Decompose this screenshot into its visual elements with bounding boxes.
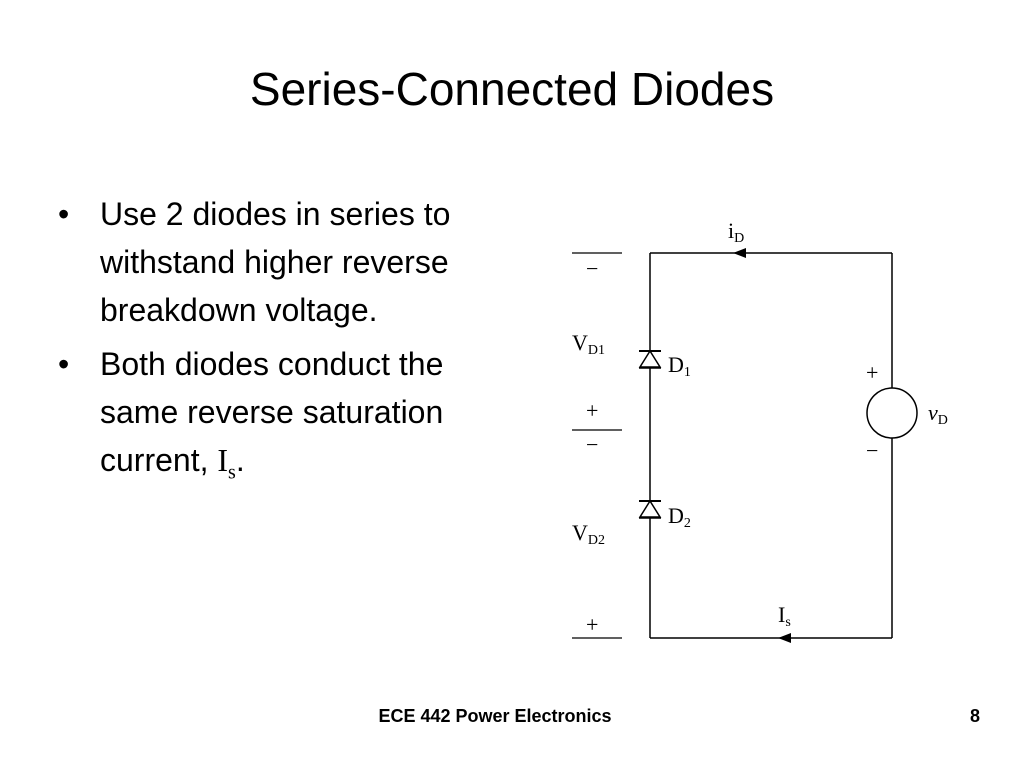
bullet-text: Both diodes conduct the same reverse sat… [100, 346, 444, 478]
d2-label: D2 [668, 503, 691, 531]
diode-d2-icon [638, 499, 662, 519]
bullet-marker: • [58, 346, 70, 382]
vd1-plus-sign: + [586, 398, 598, 423]
footer-course: ECE 442 Power Electronics [378, 706, 612, 726]
diode-current-label: iD [728, 218, 744, 246]
bottom-current-arrow-icon [778, 633, 791, 643]
footer-page-number: 8 [969, 706, 980, 726]
bullet-item: • Use 2 diodes in series to withstand hi… [58, 190, 508, 334]
saturation-current-label: Is [778, 602, 791, 630]
d1-label: D1 [668, 352, 691, 380]
vd2-label: VD2 [572, 520, 605, 548]
source-minus-sign: − [866, 438, 878, 463]
diode-d1-icon [638, 349, 662, 369]
bullet-suffix: . [235, 442, 245, 478]
vd1-label: VD1 [572, 330, 605, 358]
vd2-plus-sign: + [586, 612, 598, 637]
source-plus-sign: + [866, 360, 878, 385]
slide-title: Series-Connected Diodes [249, 63, 775, 115]
bullet-list: • Use 2 diodes in series to withstand hi… [58, 190, 508, 502]
saturation-current-symbol: Is [217, 442, 235, 483]
vd1-minus-sign: − [586, 256, 598, 281]
top-current-arrow-icon [733, 248, 746, 258]
bullet-marker: • [58, 196, 70, 232]
symbol-subscript: s [228, 461, 236, 484]
source-label: vD [928, 400, 948, 428]
vd2-minus-sign: − [586, 432, 598, 457]
voltage-source-icon [866, 387, 918, 439]
symbol-main: I [217, 442, 229, 478]
bullet-text: Use 2 diodes in series to withstand high… [100, 196, 451, 328]
bullet-item: • Both diodes conduct the same reverse s… [58, 340, 508, 496]
